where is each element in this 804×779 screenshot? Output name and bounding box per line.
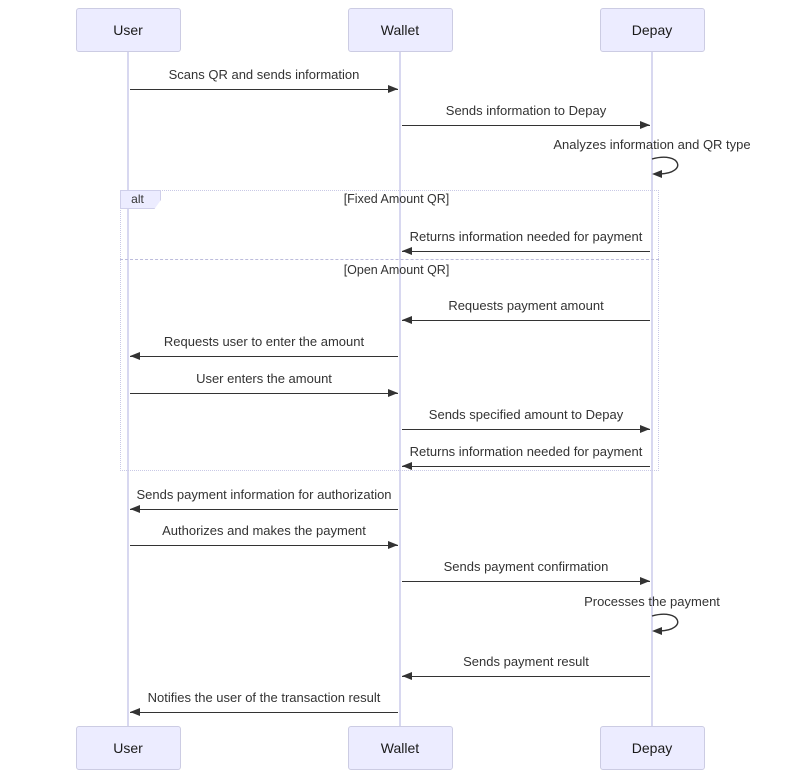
message-label: Requests user to enter the amount: [163, 334, 365, 349]
message-label: Authorizes and makes the payment: [162, 523, 366, 538]
arrowhead-right-icon: [388, 85, 398, 93]
message-label: Sends payment confirmation: [443, 559, 609, 574]
message-label: Sends payment result: [463, 654, 589, 669]
message-arrow-line: [402, 581, 650, 582]
message-arrow-line: [402, 466, 650, 467]
message-arrow-line: [130, 89, 398, 90]
message-label: Sends specified amount to Depay: [428, 407, 624, 422]
actor-box-wallet-top: Wallet: [347, 8, 453, 52]
lifeline-user: [127, 52, 129, 726]
arrowhead-right-icon: [640, 577, 650, 585]
arrowhead-left-icon: [402, 672, 412, 680]
message-arrow-line: [402, 429, 650, 430]
message-label: Requests payment amount: [448, 298, 604, 313]
lifeline-depay: [651, 52, 653, 726]
message-arrow-line: [130, 509, 398, 510]
arrowhead-left-icon: [130, 708, 140, 716]
alt-condition-label: [Fixed Amount QR]: [343, 192, 450, 206]
message-label: Sends payment information for authorizat…: [136, 487, 392, 502]
lifeline-wallet: [399, 52, 401, 726]
self-loop-arrow: [651, 612, 689, 643]
alt-frame: [120, 190, 659, 471]
arrowhead-right-icon: [640, 425, 650, 433]
actor-box-wallet-bottom: Wallet: [347, 726, 453, 770]
actor-box-depay-bottom: Depay: [599, 726, 705, 770]
arrowhead-right-icon: [640, 121, 650, 129]
arrowhead-left-icon: [402, 316, 412, 324]
arrowhead-left-icon: [402, 462, 412, 470]
arrowhead-left-icon: [402, 247, 412, 255]
message-arrow-line: [402, 320, 650, 321]
message-arrow-line: [130, 545, 398, 546]
actor-box-user-top: User: [75, 8, 181, 52]
message-arrow-line: [130, 393, 398, 394]
message-label: Returns information needed for payment: [409, 444, 643, 459]
alt-operator-label: alt: [120, 190, 161, 209]
alt-section-divider: [120, 259, 659, 260]
arrowhead-left-icon: [130, 352, 140, 360]
self-message-label: Processes the payment: [584, 594, 720, 609]
self-message-label: Analyzes information and QR type: [553, 137, 751, 152]
self-loop-arrow: [651, 155, 689, 186]
alt-condition-label: [Open Amount QR]: [343, 263, 450, 277]
message-label: User enters the amount: [196, 371, 332, 386]
arrowhead-right-icon: [388, 389, 398, 397]
message-arrow-line: [402, 676, 650, 677]
actor-box-user-bottom: User: [75, 726, 181, 770]
arrowhead-left-icon: [130, 505, 140, 513]
message-arrow-line: [130, 356, 398, 357]
message-label: Notifies the user of the transaction res…: [147, 690, 381, 705]
message-arrow-line: [130, 712, 398, 713]
message-label: Sends information to Depay: [445, 103, 607, 118]
message-label: Scans QR and sends information: [168, 67, 360, 82]
actor-box-depay-top: Depay: [599, 8, 705, 52]
arrowhead-right-icon: [388, 541, 398, 549]
message-arrow-line: [402, 125, 650, 126]
message-label: Returns information needed for payment: [409, 229, 643, 244]
message-arrow-line: [402, 251, 650, 252]
